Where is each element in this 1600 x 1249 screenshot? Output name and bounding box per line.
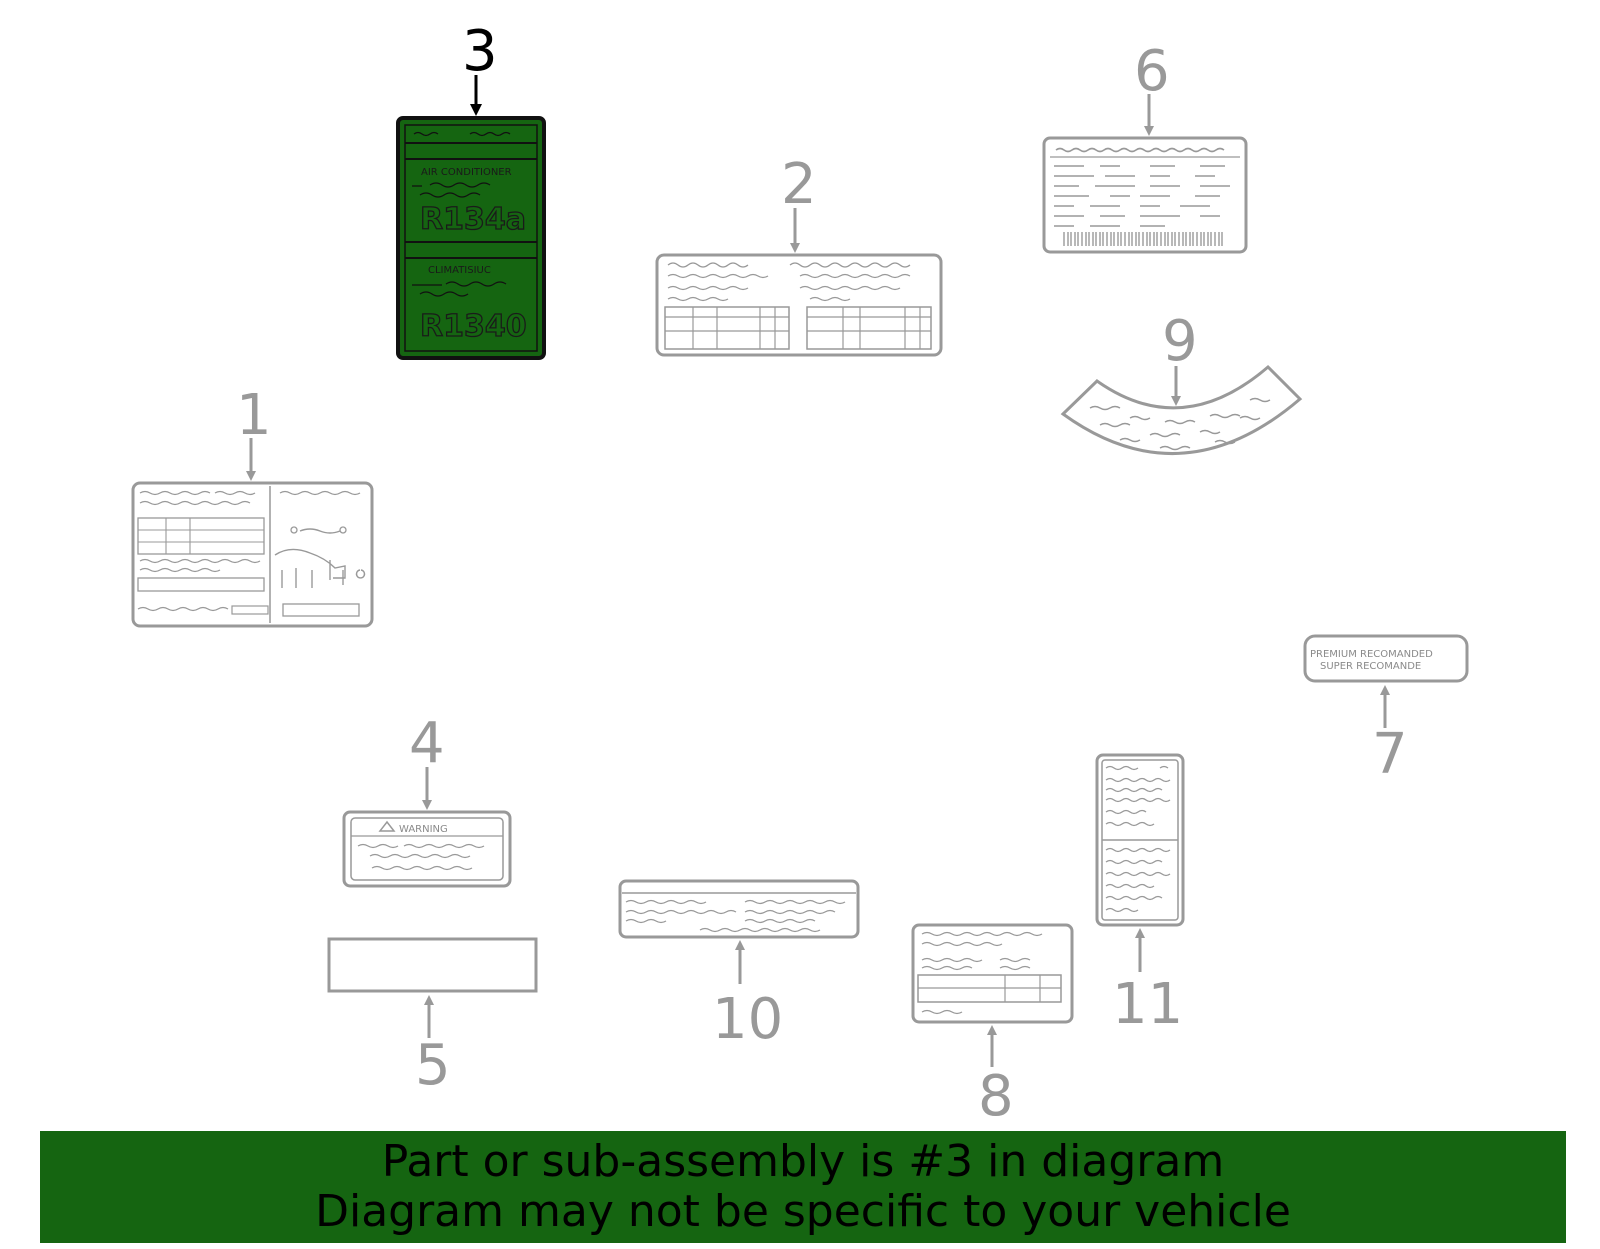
part-9-label[interactable] (1060, 364, 1303, 456)
callout-8[interactable]: 8 (978, 1064, 1014, 1129)
callout-3[interactable]: 3 (462, 19, 498, 84)
callout-4[interactable]: 4 (409, 711, 445, 776)
part-3-line1: AIR CONDITIONER (421, 167, 512, 178)
part-2-label[interactable] (655, 253, 943, 357)
banner-line-1: Part or sub-assembly is #3 in diagram (381, 1136, 1225, 1187)
part-10-label[interactable] (618, 879, 860, 939)
callout-1[interactable]: 1 (236, 383, 272, 448)
part-3-line2: CLIMATISIUC (428, 265, 491, 276)
part-6-label[interactable] (1042, 136, 1248, 254)
part-3-code2: R1340 (420, 309, 527, 344)
banner-line-2: Diagram may not be specific to your vehi… (315, 1186, 1291, 1237)
part-3-code1: R134a (420, 202, 526, 237)
callout-9[interactable]: 9 (1162, 309, 1198, 374)
part-3-ac-refrigerant-label[interactable]: AIR CONDITIONER R134a CLIMATISIUC R1340 (396, 116, 546, 360)
info-banner: Part or sub-assembly is #3 in diagram Di… (40, 1131, 1566, 1243)
part-4-title: WARNING (399, 824, 448, 835)
part-4-warning-label[interactable]: WARNING (342, 810, 512, 888)
part-5-label[interactable] (327, 937, 538, 993)
callout-5[interactable]: 5 (415, 1033, 451, 1098)
part-8-label[interactable] (911, 923, 1074, 1024)
part-7-label[interactable]: PREMIUM RECOMANDED SUPER RECOMANDE (1303, 634, 1469, 683)
callout-6[interactable]: 6 (1134, 39, 1170, 104)
part-1-label[interactable] (131, 481, 374, 628)
callout-2[interactable]: 2 (781, 152, 817, 217)
callout-10[interactable]: 10 (712, 987, 783, 1052)
callout-7[interactable]: 7 (1372, 722, 1408, 787)
part-7-line2: SUPER RECOMANDE (1320, 661, 1421, 672)
part-7-line1: PREMIUM RECOMANDED (1310, 649, 1433, 660)
part-11-label[interactable] (1095, 753, 1185, 927)
callout-11[interactable]: 11 (1112, 972, 1183, 1037)
